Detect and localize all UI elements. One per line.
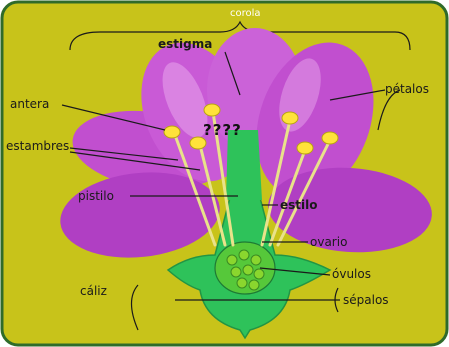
anther — [297, 142, 313, 154]
label-caliz: cáliz — [80, 284, 107, 298]
label-estilo: estilo — [280, 198, 318, 212]
ovule — [231, 267, 241, 277]
ovule — [251, 255, 261, 265]
ovule — [249, 280, 259, 290]
label-pistilo: pistilo — [78, 189, 114, 203]
label-ovulos: óvulos — [332, 267, 371, 281]
anther — [322, 132, 338, 144]
label-petalos: pétalos — [385, 82, 429, 96]
label-top: corola — [230, 8, 261, 19]
ovule — [239, 250, 249, 260]
label-estigma: estigma — [158, 37, 212, 51]
label-sepalos: sépalos — [343, 293, 389, 307]
anther — [204, 104, 220, 116]
ovule — [237, 278, 247, 288]
style-column — [226, 130, 262, 200]
label-antera: antera — [10, 97, 49, 111]
label-ovario: ovario — [310, 235, 347, 249]
label-question: ???? — [203, 121, 242, 139]
label-estambres: estambres — [6, 139, 69, 153]
anther — [282, 112, 298, 124]
ovule — [227, 255, 237, 265]
ovule — [254, 269, 264, 279]
anther — [164, 126, 180, 138]
ovule — [243, 265, 253, 275]
